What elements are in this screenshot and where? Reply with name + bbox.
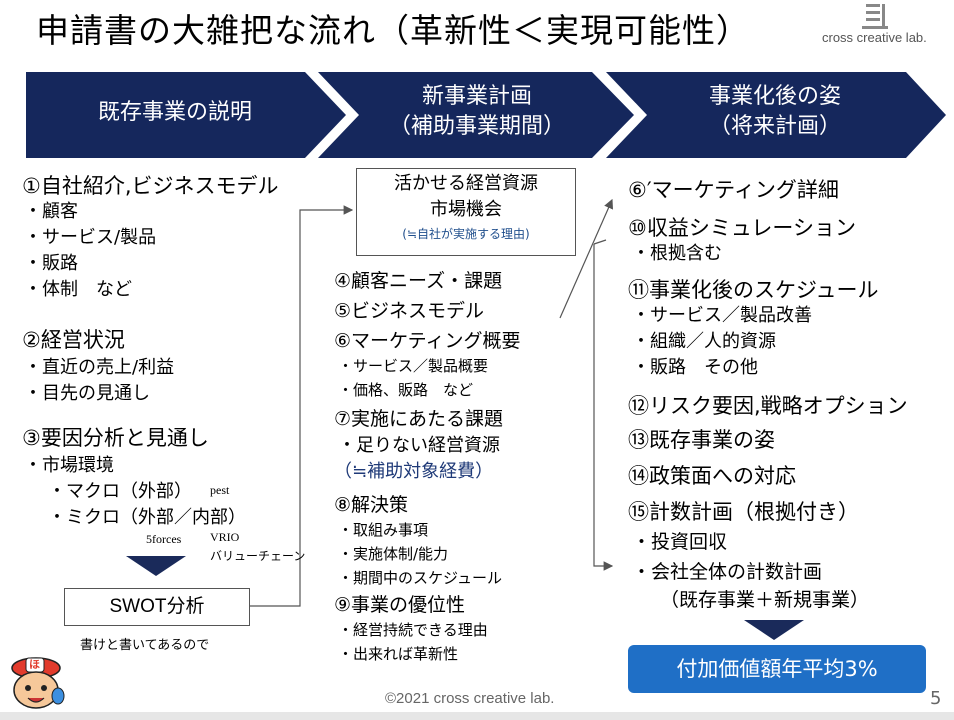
list-item: ・出来れば革新性 [338,645,459,663]
list-item: ・販路 その他 [632,357,758,378]
list-item: ・投資回収 [632,531,728,553]
swot-label: SWOT分析 [109,596,205,617]
section-11-heading: ⑪事業化後のスケジュール [628,278,879,302]
chevron-1-label: 既存事業の説明 [97,100,252,125]
swot-note: 書けと書いてあるので [80,638,210,653]
subsidy-note: （≒補助対象経費） [334,461,494,482]
chevron-2 [318,72,634,158]
list-item-note: （既存事業＋新規事業） [660,589,870,611]
list-item: ・体制 など [24,279,132,300]
list-item: ・目先の見通し [24,383,150,404]
section-3-heading: ③要因分析と見通し [22,426,209,450]
list-item: ・販路 [24,253,78,274]
list-item: ・サービス／製品改善 [632,305,812,326]
list-item: ・顧客 [24,201,78,222]
section-4-heading: ④顧客ニーズ・課題 [334,270,503,292]
list-item: ・組織／人的資源 [632,331,776,352]
list-item: ・ミクロ（外部／内部） [48,507,246,528]
section-6d-heading: ⑥′マーケティング詳細 [628,178,839,202]
mascot-cap-text: ほ [29,658,40,671]
section-7-heading: ⑦実施にあたる課題 [334,408,504,430]
box-line-2: 市場機会 [430,199,502,220]
list-item: ・サービス／製品概要 [338,357,489,375]
section-1-heading: ①自社紹介,ビジネスモデル [22,174,279,198]
section-8-heading: ⑧解決策 [334,494,409,516]
list-item: ・足りない経営資源 [338,435,500,456]
page-title: 申請書の大雑把な流れ（革新性＜実現可能性） [36,11,750,50]
value-added-badge: 付加価値額年平均3% [628,645,926,693]
list-item: ・実施体制/能力 [338,545,449,563]
section-5-heading: ⑤ビジネスモデル [334,300,485,322]
section-15-heading: ⑮計数計画（根拠付き） [628,500,859,524]
section-9-heading: ⑨事業の優位性 [334,594,466,616]
section-12-heading: ⑫リスク要因,戦略オプション [628,394,908,418]
vrio-label: VRIO [210,530,240,544]
list-item: ・直近の売上/利益 [24,357,175,378]
mascot-character-icon: ほ [4,654,70,716]
5forces-label: 5forces [146,532,182,546]
section-2-heading: ②経営状況 [22,328,125,352]
down-arrow-icon [744,620,804,640]
box-note: (≒自社が実施する理由) [402,227,530,241]
stacked-bars-logo-icon [860,2,900,36]
list-item: ・価格、販路 など [338,381,474,399]
list-item: ・マクロ（外部） [48,481,192,502]
swot-box: SWOT分析 [64,588,250,626]
resources-box: 活かせる経営資源 市場機会 (≒自社が実施する理由) [356,168,576,256]
pest-label: pest [210,483,230,497]
list-item: ・取組み事項 [338,521,429,539]
chevron-2-label: 新事業計画 （補助事業期間） [388,84,565,139]
chevron-3 [606,72,946,158]
logo-text: cross creative lab. [822,30,927,45]
chevron-1 [26,72,346,158]
list-item: ・会社全体の計数計画 [632,561,823,583]
page-number: 5 [930,688,942,709]
section-6-heading: ⑥マーケティング概要 [334,330,521,352]
down-arrow-icon [126,556,186,576]
chevron-3-label: 事業化後の姿 （将来計画） [708,84,841,139]
footer-copyright: ©2021 cross creative lab. [385,690,555,707]
bottom-bar [0,712,954,720]
value-chain-label: バリューチェーン [210,549,306,563]
section-10-heading: ⑩収益シミュレーション [628,216,856,240]
list-item: ・市場環境 [24,455,114,476]
section-14-heading: ⑭政策面への対応 [628,464,796,488]
box-line-1: 活かせる経営資源 [394,173,538,194]
list-item: ・根拠含む [632,243,722,264]
chevron-banner [26,72,946,158]
section-13-heading: ⑬既存事業の姿 [628,428,775,452]
list-item: ・期間中のスケジュール [338,569,502,587]
list-item: ・経営持続できる理由 [338,621,488,639]
list-item: ・サービス/製品 [24,227,157,248]
